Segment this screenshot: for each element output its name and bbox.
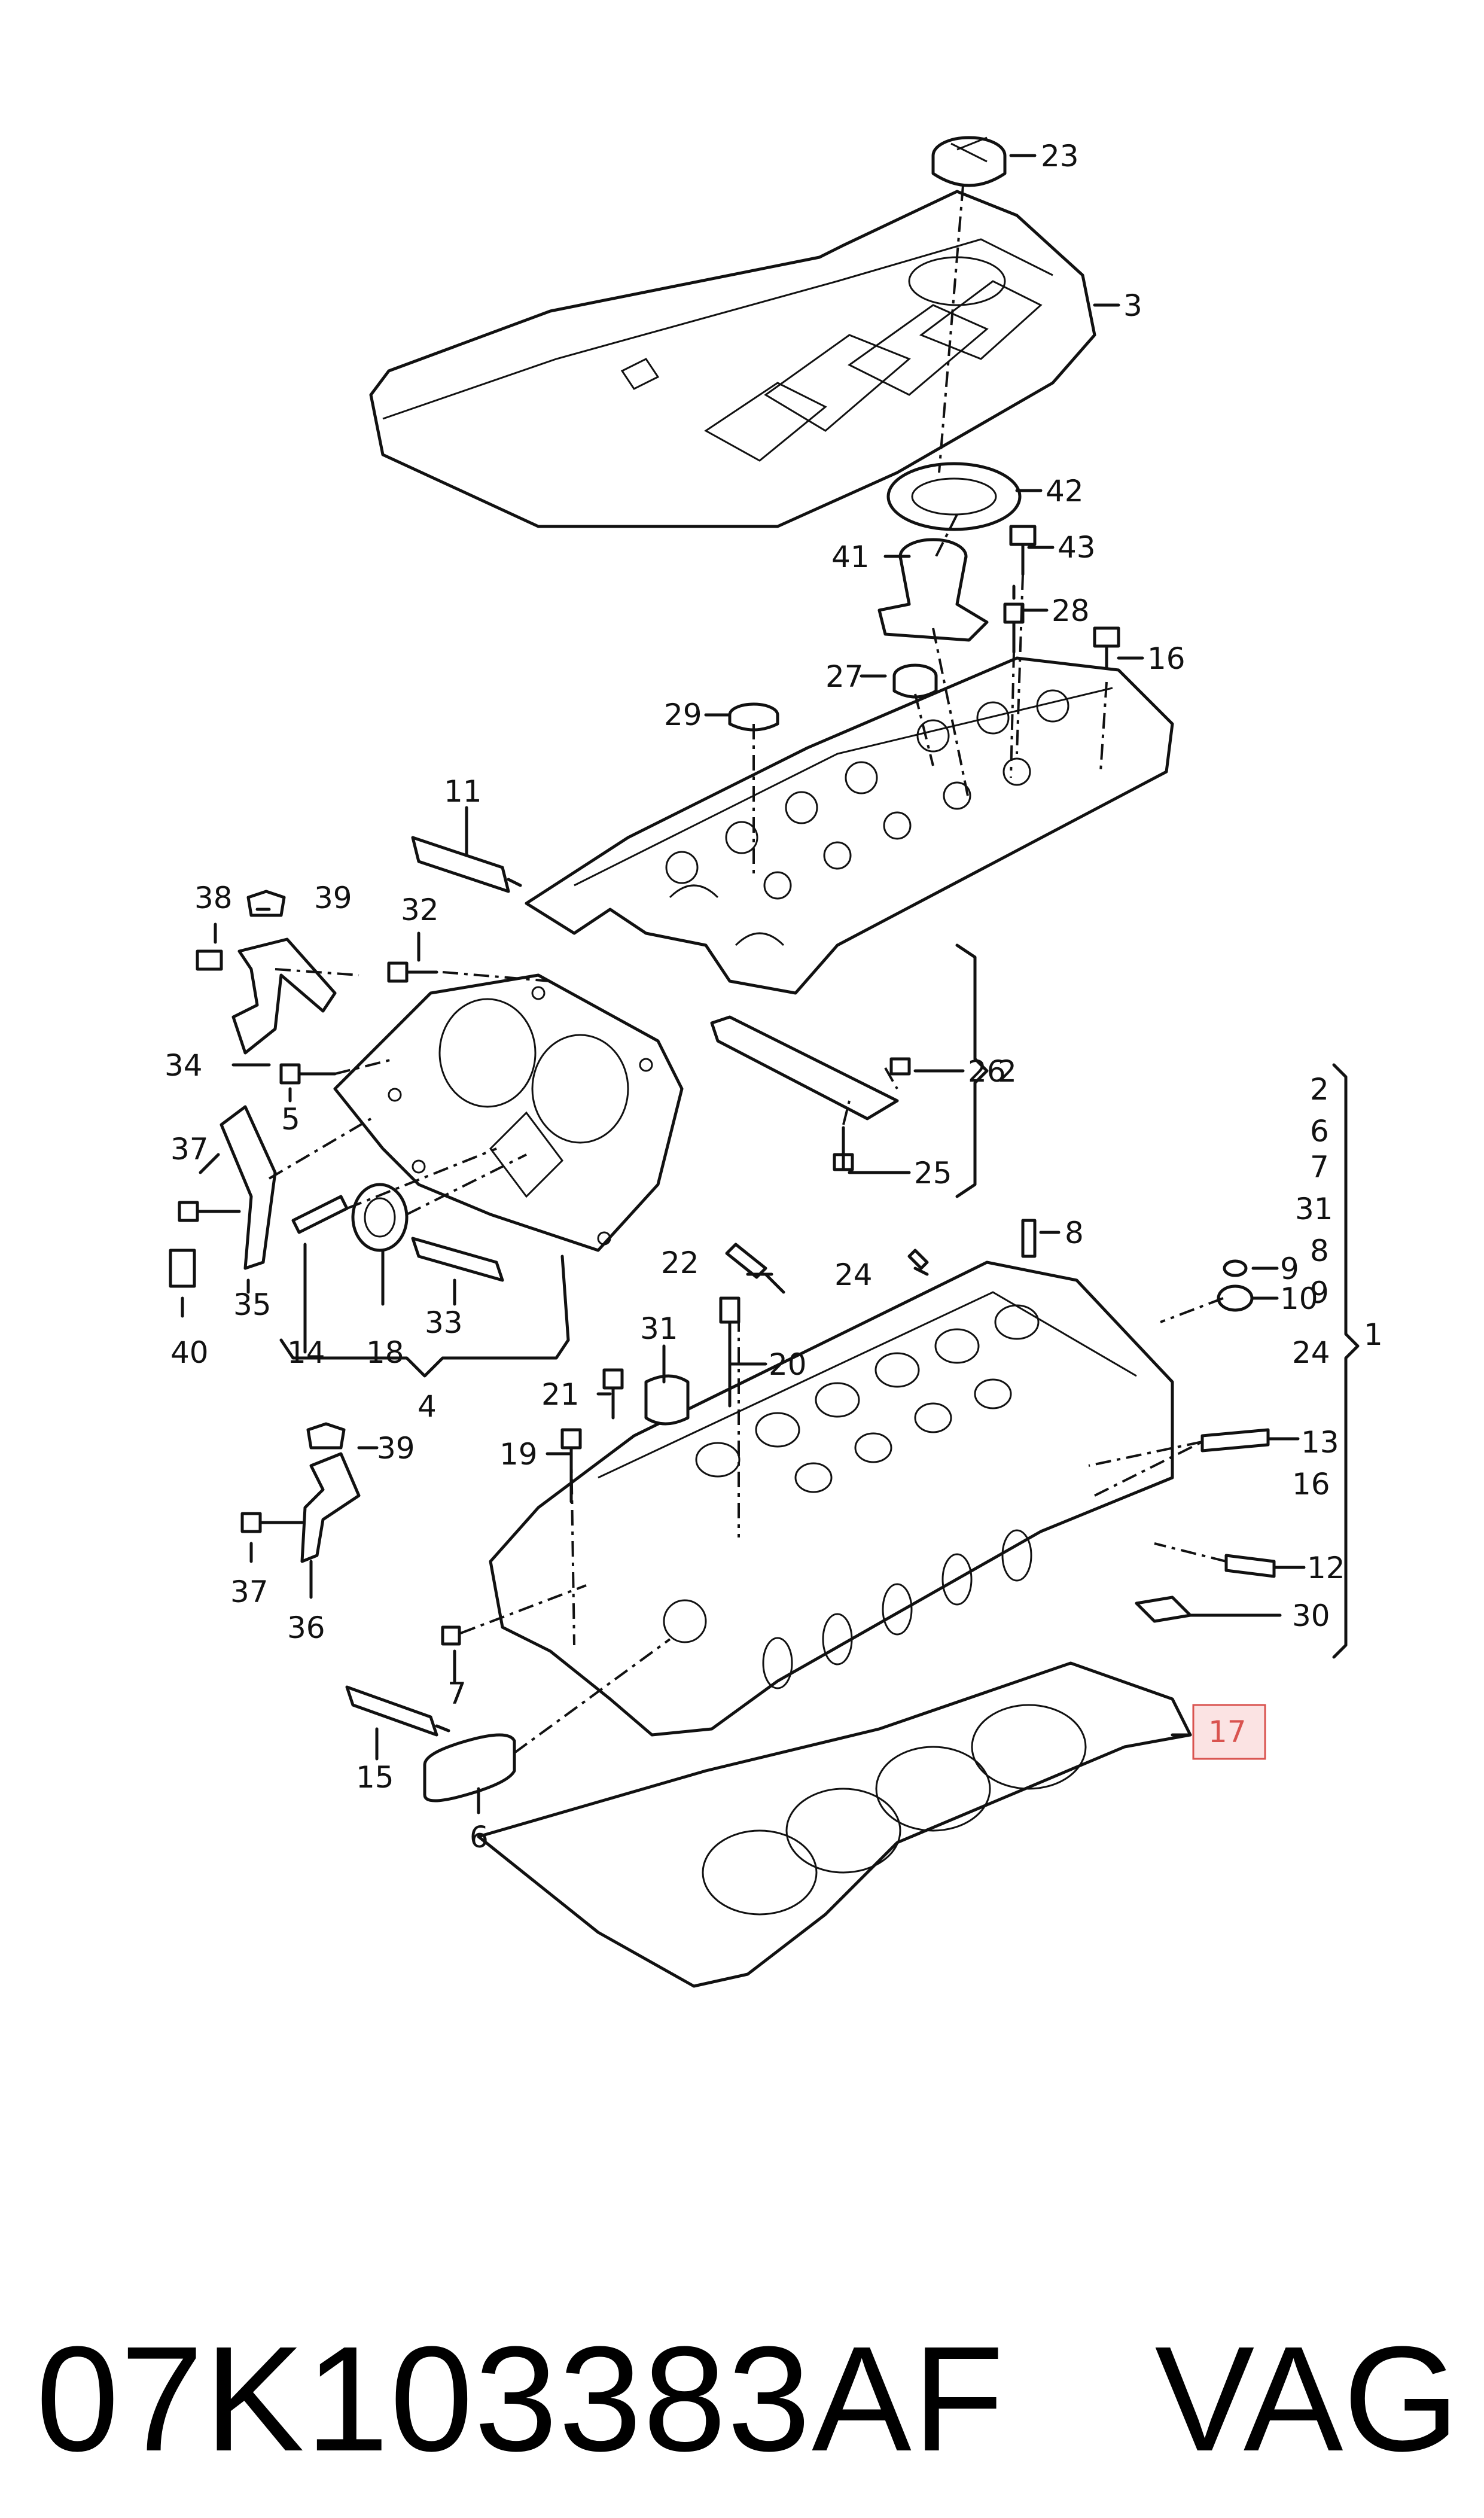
bracket-36 [240,1422,361,1563]
group1-item-31: 31 [1295,1192,1333,1226]
part-number: 07K103383AF [36,2315,1005,2482]
engine-cover [369,190,1096,528]
label-26: 26 [968,1054,1006,1089]
label-17: 17 [1208,1715,1247,1749]
label-9: 9 [1280,1252,1299,1286]
filler-cap [931,136,1007,187]
leader-lines [181,154,1306,1814]
label-37: 37 [170,1132,209,1167]
label-25: 25 [914,1156,952,1191]
parts-14-18-33 [291,1183,504,1282]
filler-neck [877,538,989,642]
label-12: 12 [1307,1551,1345,1585]
label-3: 3 [1123,288,1142,323]
label-16: 16 [1147,641,1186,676]
callout-labels: 23 3 42 41 43 28 16 27 29 11 38 39 32 34… [164,139,1383,1855]
label-21: 21 [541,1377,580,1412]
cylinder-head [489,1260,1174,1737]
bolts-top [1003,525,1120,684]
label-19: 19 [499,1437,538,1472]
label-33: 33 [425,1305,463,1340]
head-gasket [477,1661,1192,1988]
label-41: 41 [831,540,870,574]
bracket-26-25 [710,1015,911,1171]
label-27: 27 [825,659,864,694]
caps [728,663,938,732]
label-15: 15 [356,1760,394,1795]
brand-name: VAG [1154,2315,1459,2482]
group-brackets [279,943,1360,1659]
footer: 07K103383AF VAG [36,2321,1459,2477]
label-11: 11 [444,774,482,809]
label-31: 31 [640,1311,678,1346]
label-20: 20 [769,1347,807,1382]
sealant-tube-11 [411,836,522,893]
group1-item-24: 24 [1292,1335,1330,1370]
label-14: 14 [287,1335,325,1370]
label-30: 30 [1292,1599,1330,1633]
exploded-parts-diagram: 23 3 42 41 43 28 16 27 29 11 38 39 32 34… [164,136,1383,1988]
label-29: 29 [664,698,702,732]
camshaft-housing [525,656,1174,995]
label-8: 8 [1065,1216,1084,1250]
parts-15-6 [345,1685,516,1803]
label-18: 18 [366,1335,404,1370]
label-28: 28 [1052,593,1090,628]
label-43: 43 [1058,530,1096,565]
label-42: 42 [1046,474,1084,509]
label-13: 13 [1301,1425,1339,1460]
label-2: 2 [998,1054,1017,1089]
group1-item-9: 9 [1310,1275,1329,1310]
cylinder-head-fasteners [441,1219,1276,1646]
bracket-34 [231,937,337,1055]
group1-item-2: 2 [1310,1072,1329,1107]
label-37b: 37 [230,1575,269,1609]
label-10: 10 [1280,1281,1318,1316]
label-39: 39 [314,881,352,915]
label-32: 32 [401,893,439,927]
label-35: 35 [233,1287,272,1322]
label-6: 6 [470,1820,489,1855]
label-39b: 39 [377,1431,415,1466]
label-5: 5 [281,1102,300,1137]
group1-item-8: 8 [1310,1234,1329,1268]
label-34: 34 [164,1048,203,1083]
group1-item-16: 16 [1292,1467,1330,1502]
timing-cover [333,973,684,1252]
label-4: 4 [418,1389,437,1424]
group1-item-6: 6 [1310,1114,1329,1149]
seal-ring [886,462,1022,531]
label-40: 40 [170,1335,209,1370]
label-1: 1 [1364,1317,1383,1352]
label-7: 7 [447,1676,467,1711]
label-38: 38 [194,881,233,915]
brackets-35-37-40 [169,1105,277,1288]
assembly-lines [268,185,1227,1754]
highlight-box-17 [1192,1704,1266,1760]
label-36: 36 [287,1610,325,1645]
group1-item-7: 7 [1310,1150,1329,1185]
label-24: 24 [834,1258,873,1292]
label-22: 22 [661,1246,699,1280]
label-23: 23 [1041,139,1079,173]
